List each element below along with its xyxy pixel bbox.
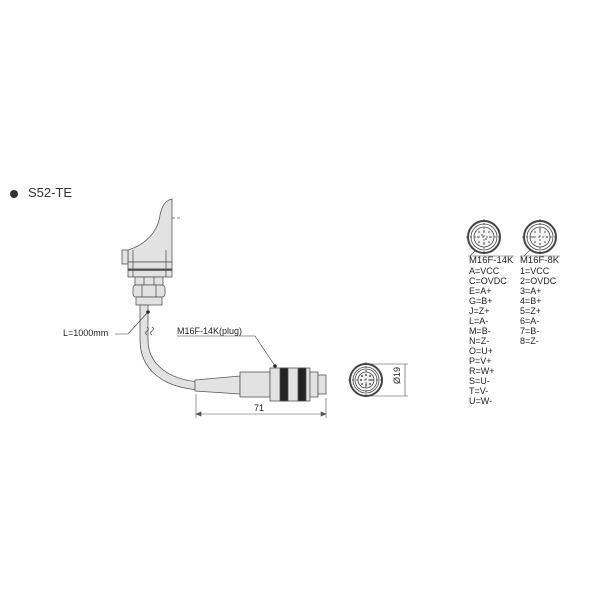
pin-assignment: N=Z- [469,336,490,346]
pin-assignment: P=V+ [469,356,492,366]
pin-assignment: 2=OVDC [520,276,557,286]
length-dimension [195,394,327,418]
pin-assignment: O=U+ [469,346,494,356]
pin-assignment: 7=B- [520,326,540,336]
plug-connector [194,367,327,402]
pin-assignment: 5=Z+ [520,306,542,316]
pin-assignment: C=OVDC [469,276,507,286]
bullet-icon [10,190,18,198]
plug-label: M16F-14K(plug) [177,326,243,336]
cable-length-leader [115,311,149,335]
plug-end-view [348,362,408,398]
pin-assignment: A=VCC [469,266,500,276]
pin-assignment: 3=A+ [520,286,542,296]
m16f-8k-face-icon [520,219,560,257]
pin-assignment: T=V- [469,386,489,396]
pin-assignment: J=Z+ [469,306,490,316]
diameter-dimension-value: Ø19 [392,366,402,384]
pin-assignment: S=U- [469,376,490,386]
pin-assignment: 6=A- [520,316,540,326]
pin-assignment: 1=VCC [520,266,550,276]
cable-length-label: L=1000mm [63,328,109,338]
plug-leader [177,335,276,367]
pin-assignment: 8=Z- [520,336,539,346]
connector-name: M16F-8K [520,255,560,266]
encoder-housing [121,198,180,278]
pin-assignment: E=A+ [469,286,492,296]
cable-gland [132,276,166,306]
pin-assignment: U=W- [469,396,493,406]
pin-assignment: G=B+ [469,296,493,306]
model-title: S52-TE [28,185,73,200]
pin-assignment: L=A- [469,316,489,326]
m16f-14k-face-icon [466,219,514,257]
pin-assignment: R=W+ [469,366,495,376]
pin-assignment: M=B- [469,326,491,336]
length-dimension-value: 71 [254,403,265,413]
connector-name: M16F-14K [469,255,514,266]
cable [139,304,202,391]
pin-assignment: 4=B+ [520,296,542,306]
